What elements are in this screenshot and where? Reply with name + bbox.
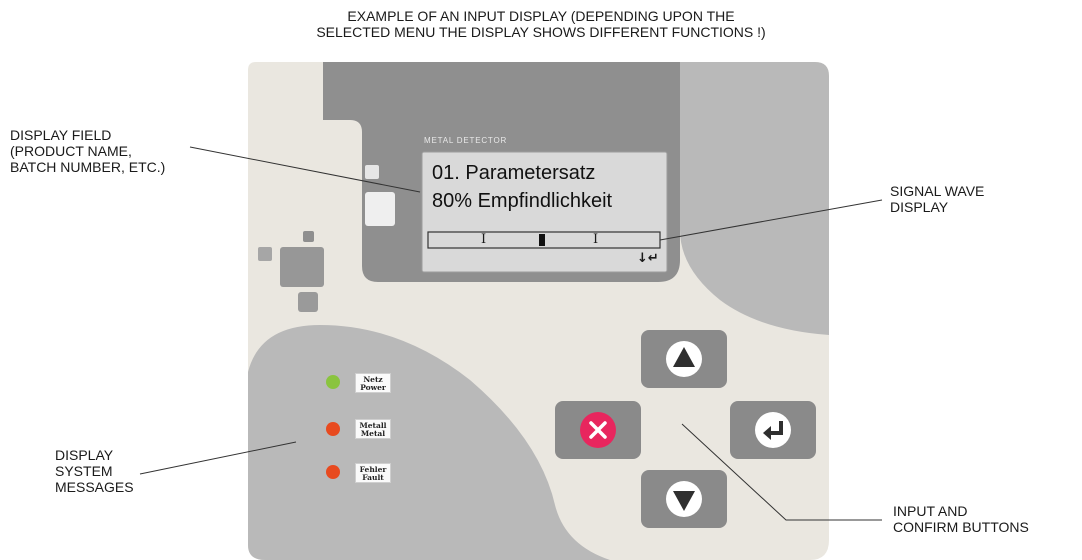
deco-square <box>298 292 318 312</box>
led-label-metal-top: Metall <box>359 421 387 430</box>
callout-input-buttons-line: INPUT AND <box>893 503 968 519</box>
led-label-metal: Metall Metal <box>355 419 391 439</box>
callout-system-messages-line: SYSTEM <box>55 463 113 479</box>
led-label-fault-top: Fehler <box>359 465 387 474</box>
enter-icon <box>763 421 783 440</box>
header-caption: EXAMPLE OF AN INPUT DISPLAY (DEPENDING U… <box>0 8 1082 40</box>
deco-square <box>280 247 324 287</box>
header-line-2: SELECTED MENU THE DISPLAY SHOWS DIFFEREN… <box>316 24 766 40</box>
led-label-fault-bottom: Fault <box>362 473 384 482</box>
header-line-1: EXAMPLE OF AN INPUT DISPLAY (DEPENDING U… <box>347 8 735 24</box>
up-button[interactable] <box>641 330 727 388</box>
callout-signal-wave: SIGNAL WAVE DISPLAY <box>890 183 984 215</box>
led-label-power-top: Netz <box>363 375 383 384</box>
deco-square <box>365 165 379 179</box>
lcd-line-1: 01. Parametersatz <box>432 162 596 184</box>
callout-system-messages: DISPLAY SYSTEM MESSAGES <box>55 447 134 495</box>
callout-signal-wave-line: DISPLAY <box>890 199 949 215</box>
brand-label: METAL DETECTOR <box>424 136 508 145</box>
led-label-fault: Fehler Fault <box>355 463 391 483</box>
callout-line-display-field <box>189 146 421 193</box>
callout-line-input-buttons <box>681 423 882 521</box>
cancel-button[interactable] <box>555 401 641 459</box>
callout-system-messages-line: DISPLAY <box>55 447 114 463</box>
panel-grey-corner <box>660 62 829 335</box>
signal-marker-right: I <box>593 232 599 247</box>
deco-square <box>365 192 395 226</box>
callout-system-messages-line: MESSAGES <box>55 479 134 495</box>
down-button[interactable] <box>641 470 727 528</box>
close-icon <box>589 421 607 439</box>
callout-display-field-line: BATCH NUMBER, ETC.) <box>10 159 166 175</box>
led-label-metal-bottom: Metal <box>360 429 386 438</box>
callout-signal-wave-line: SIGNAL WAVE <box>890 183 985 199</box>
callout-display-field: DISPLAY FIELD (PRODUCT NAME, BATCH NUMBE… <box>10 127 165 175</box>
callout-display-field-line: DISPLAY FIELD <box>10 127 112 143</box>
arrow-up-icon <box>673 347 695 367</box>
led-label-power: Netz Power <box>355 373 391 393</box>
callout-line-system-messages <box>139 441 297 475</box>
signal-marker-left: I <box>481 232 487 247</box>
fault-led <box>326 465 340 479</box>
signal-wave-center-marker <box>539 234 545 246</box>
callout-input-buttons-line: CONFIRM BUTTONS <box>893 519 1029 535</box>
nav-glyph-icon: ↓↵ <box>637 251 659 266</box>
arrow-down-icon <box>673 491 695 511</box>
lcd-line-2: 80% Empfindlichkeit <box>432 190 613 212</box>
callout-input-buttons: INPUT AND CONFIRM BUTTONS <box>893 503 1029 535</box>
metal-led <box>326 422 340 436</box>
power-led <box>326 375 340 389</box>
deco-square <box>258 247 272 261</box>
deco-square <box>303 231 314 242</box>
callout-line-signal-wave <box>659 199 883 241</box>
enter-button[interactable] <box>730 401 816 459</box>
led-label-power-bottom: Power <box>360 383 386 392</box>
callout-display-field-line: (PRODUCT NAME, <box>10 143 132 159</box>
lcd-screen <box>421 151 668 273</box>
